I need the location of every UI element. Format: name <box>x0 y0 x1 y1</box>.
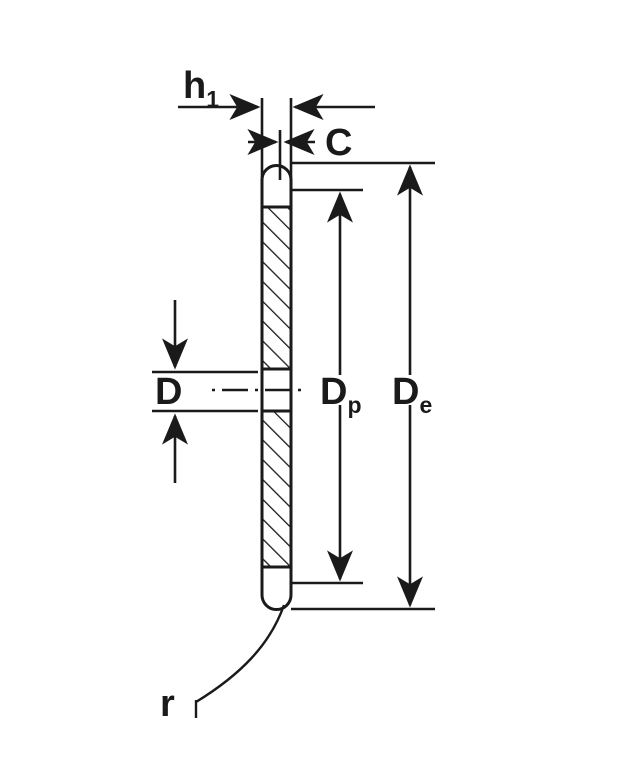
dimension-C: C <box>247 122 352 180</box>
sprocket-body <box>260 164 293 611</box>
label-De: De <box>392 371 432 418</box>
label-h1: h1 <box>183 65 219 112</box>
label-Dp: Dp <box>320 371 362 418</box>
dimension-De: De <box>291 161 435 611</box>
section-hatch-upper <box>262 207 291 369</box>
label-C: C <box>325 122 352 164</box>
label-r: r <box>160 683 175 725</box>
section-hatch-lower <box>262 411 291 567</box>
dimension-D: D <box>152 300 258 483</box>
sprocket-outline <box>260 164 293 611</box>
r-leader-curve <box>195 604 286 704</box>
dimension-r: r <box>160 604 286 725</box>
dimension-Dp: Dp <box>291 188 363 585</box>
label-D: D <box>155 371 182 413</box>
